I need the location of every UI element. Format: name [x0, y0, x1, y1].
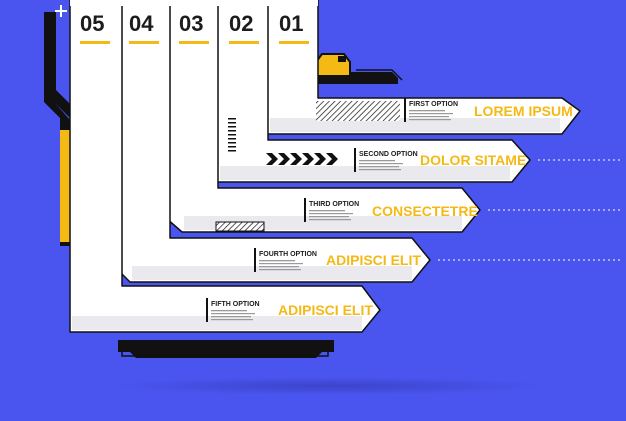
step-underline-02: [229, 41, 259, 44]
chevron-arrows-icon: [266, 153, 338, 165]
hatch-pattern-icon: [316, 101, 400, 121]
headline-03: CONSECTETRE: [372, 203, 478, 219]
step-05-text: FIFTH OPTION ADIPISCI ELIT: [206, 298, 373, 322]
step-numbers: 05 04 03 02 01: [80, 11, 309, 44]
option-label-04: FOURTH OPTION: [259, 251, 317, 258]
step-underline-05: [80, 41, 110, 44]
outline-lines: [47, 14, 403, 357]
step-04-text: FOURTH OPTION ADIPISCI ELIT: [254, 248, 421, 272]
card-step-01: [265, 0, 581, 135]
option-label-01: FIRST OPTION: [409, 101, 458, 108]
step-02-text: SECOND OPTION DOLOR SITAME: [354, 148, 526, 172]
plus-icon: [55, 5, 67, 17]
step-number-01: 01: [279, 11, 303, 36]
barcode-icon: [228, 118, 236, 152]
step-number-02: 02: [229, 11, 253, 36]
headline-04: ADIPISCI ELIT: [326, 252, 421, 268]
hatch-strip: [215, 221, 265, 232]
option-label-02: SECOND OPTION: [359, 151, 418, 158]
number-header: [70, 0, 318, 6]
headline-05: ADIPISCI ELIT: [278, 302, 373, 318]
step-03-text: THIRD OPTION CONSECTETRE: [304, 198, 478, 222]
headline-01: LOREM IPSUM: [474, 103, 573, 119]
step-01-text: FIRST OPTION LOREM IPSUM: [404, 98, 573, 122]
floor-shadow: [110, 377, 550, 395]
step-underline-01: [279, 41, 309, 44]
card-step-02: [215, 0, 531, 183]
step-number-03: 03: [179, 11, 203, 36]
step-number-04: 04: [129, 11, 154, 36]
card-step-03: [165, 0, 481, 233]
dotted-connectors: [438, 159, 622, 261]
step-underline-04: [129, 41, 159, 44]
option-label-03: THIRD OPTION: [309, 201, 359, 208]
option-label-05: FIFTH OPTION: [211, 301, 260, 308]
headline-02: DOLOR SITAME: [420, 152, 526, 168]
step-underline-03: [179, 41, 209, 44]
card-step-05: [69, 0, 381, 333]
step-number-05: 05: [80, 11, 104, 36]
inner-shading: [72, 118, 560, 330]
